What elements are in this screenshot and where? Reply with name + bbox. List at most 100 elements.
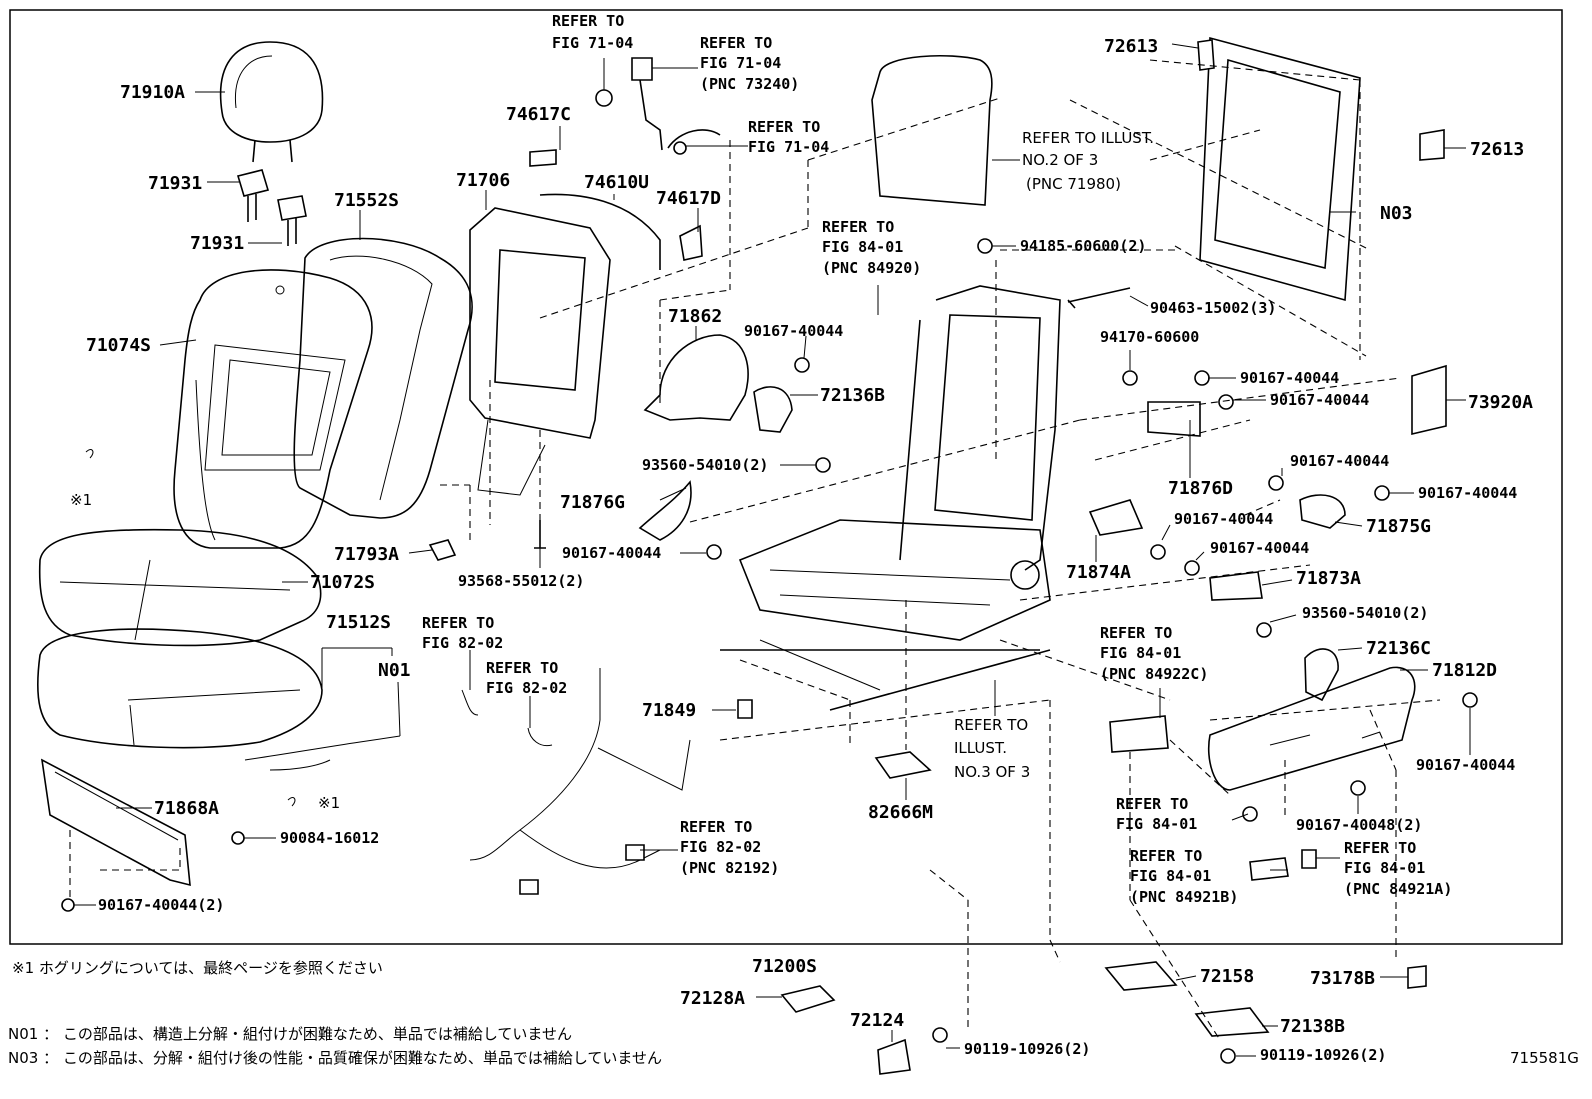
part-72158-shape xyxy=(1104,961,1178,991)
callout-n03[interactable]: N03 xyxy=(1380,203,1413,224)
bolt-g-shape xyxy=(1374,485,1390,501)
bolt-j-shape xyxy=(1462,692,1478,708)
callout-72613-a[interactable]: 72613 xyxy=(1104,36,1158,57)
harness-n01-shape xyxy=(244,735,401,771)
reference-labels: REFER TO FIG 71-04 REFER TO FIG 71-04 (P… xyxy=(422,12,1452,906)
bracket-72613-shape xyxy=(1197,39,1215,71)
part-72124-shape xyxy=(877,1038,911,1075)
callout-71868a[interactable]: 71868A xyxy=(154,798,219,819)
callout-72613-b[interactable]: 72613 xyxy=(1470,139,1524,160)
callout-90167-40044-c[interactable]: 90167-40044(2) xyxy=(98,896,224,914)
leader-lines xyxy=(74,43,1471,1057)
callout-71931-a[interactable]: 71931 xyxy=(148,173,202,194)
callout-71812d[interactable]: 71812D xyxy=(1432,660,1497,681)
callout-90167-40048[interactable]: 90167-40048(2) xyxy=(1296,816,1422,834)
bolt-40048-shape xyxy=(1350,780,1366,796)
callout-90119-10926-a[interactable]: 90119-10926(2) xyxy=(964,1040,1090,1058)
callout-93568-55012[interactable]: 93568-55012(2) xyxy=(458,572,584,590)
callout-74610u[interactable]: 74610U xyxy=(584,172,649,193)
callout-90463-15002[interactable]: 90463-15002(3) xyxy=(1150,299,1276,317)
ref-fig-71-04-a[interactable]: REFER TO FIG 71-04 xyxy=(552,12,633,52)
bolt-h-shape xyxy=(1150,544,1166,560)
callout-93560-54010-b[interactable]: 93560-54010(2) xyxy=(1302,604,1428,622)
callout-71876g[interactable]: 71876G xyxy=(560,492,625,513)
bolt-84-shape xyxy=(1242,806,1258,822)
screw-head-shape xyxy=(231,831,245,845)
ref-fig-71-04-pnc-73240[interactable]: REFER TO FIG 71-04 (PNC 73240) xyxy=(700,34,799,93)
callout-74617d[interactable]: 74617D xyxy=(656,188,721,209)
callout-90167-40044-i[interactable]: 90167-40044 xyxy=(1210,539,1309,557)
knob-84921b-shape xyxy=(1249,857,1289,881)
callout-90167-40044-h[interactable]: 90167-40044 xyxy=(1174,510,1273,528)
assembly-lines xyxy=(69,59,1441,1041)
cover-82666m-shape xyxy=(874,751,932,779)
callout-71874a[interactable]: 71874A xyxy=(1066,562,1131,583)
ref-fig-82-02-a[interactable]: REFER TO FIG 82-02 xyxy=(422,614,503,652)
callout-82666m[interactable]: 82666M xyxy=(868,802,933,823)
callout-93560-54010-a[interactable]: 93560-54010(2) xyxy=(642,456,768,474)
seatback-cover-shape xyxy=(173,269,373,549)
ref-fig-84-01-pnc-84921b[interactable]: REFER TO FIG 84-01 (PNC 84921B) xyxy=(1130,847,1238,906)
callout-71074s[interactable]: 71074S xyxy=(86,335,151,356)
callout-72128a[interactable]: 72128A xyxy=(680,988,745,1009)
callout-90167-40044-f[interactable]: 90167-40044 xyxy=(1290,452,1389,470)
callout-labels: 71910A 71931 71931 71074S 71552S 71706 7… xyxy=(86,36,1533,1064)
knob-84921a-shape xyxy=(1301,849,1317,869)
callout-90167-40044-b[interactable]: 90167-40044 xyxy=(562,544,661,562)
side-shield-shape xyxy=(1207,666,1416,791)
ref-fig-84-01-a[interactable]: REFER TO FIG 84-01 xyxy=(1116,795,1197,833)
callout-n01[interactable]: N01 xyxy=(378,660,411,681)
callout-71931-b[interactable]: 71931 xyxy=(190,233,244,254)
pin-shape xyxy=(737,699,753,719)
callout-90119-10926-b[interactable]: 90119-10926(2) xyxy=(1260,1046,1386,1064)
callout-71512s[interactable]: 71512S xyxy=(326,612,391,633)
callout-73920a[interactable]: 73920A xyxy=(1468,392,1533,413)
callout-94170-60600[interactable]: 94170-60600 xyxy=(1100,328,1199,346)
bolt-shape xyxy=(706,544,722,560)
callout-72136b[interactable]: 72136B xyxy=(820,385,885,406)
callout-71072s[interactable]: 71072S xyxy=(310,572,375,593)
part-73178b-shape xyxy=(1407,965,1427,989)
callout-71876d[interactable]: 71876D xyxy=(1168,478,1233,499)
ref-illust-2-of-3[interactable]: REFER TO ILLUST. NO.2 OF 3 (PNC 71980) xyxy=(1022,129,1159,193)
callout-90167-40044-d[interactable]: 90167-40044 xyxy=(1240,369,1339,387)
callout-71875g[interactable]: 71875G xyxy=(1366,516,1431,537)
ref-illust-3-of-3[interactable]: REFER TO ILLUST. NO.3 OF 3 xyxy=(954,716,1033,781)
ref-fig-84-01-pnc-84920[interactable]: REFER TO FIG 84-01 (PNC 84920) xyxy=(822,218,921,277)
callout-72138b[interactable]: 72138B xyxy=(1280,1016,1345,1037)
callout-74617c[interactable]: 74617C xyxy=(506,104,571,125)
callout-71552s[interactable]: 71552S xyxy=(334,190,399,211)
part-72128a-shape xyxy=(780,985,836,1013)
callout-71706[interactable]: 71706 xyxy=(456,170,510,191)
callout-90167-40044-e[interactable]: 90167-40044 xyxy=(1270,391,1369,409)
callout-71873a[interactable]: 71873A xyxy=(1296,568,1361,589)
callout-71849[interactable]: 71849 xyxy=(642,700,696,721)
cushion-cover-shape xyxy=(38,528,322,647)
callout-71793a[interactable]: 71793A xyxy=(334,544,399,565)
ref-fig-84-01-pnc-84921a[interactable]: REFER TO FIG 84-01 (PNC 84921A) xyxy=(1344,839,1452,898)
ref-fig-82-02-b[interactable]: REFER TO FIG 82-02 xyxy=(486,659,567,697)
callout-72124[interactable]: 72124 xyxy=(850,1010,904,1031)
ref-fig-84-01-pnc-84922c[interactable]: REFER TO FIG 84-01 (PNC 84922C) xyxy=(1100,624,1208,683)
callout-71200s[interactable]: 71200S xyxy=(752,956,817,977)
seatback-frame-shape xyxy=(469,207,611,496)
seat-frame-shape xyxy=(720,285,1061,711)
back-frame-n03-shape xyxy=(1199,36,1361,302)
callout-71862[interactable]: 71862 xyxy=(668,306,722,327)
diagram-frame xyxy=(9,9,1563,945)
callout-71910a[interactable]: 71910A xyxy=(120,82,185,103)
ref-fig-82-02-pnc-82192[interactable]: REFER TO FIG 82-02 (PNC 82192) xyxy=(680,818,779,877)
callout-72136c[interactable]: 72136C xyxy=(1366,638,1431,659)
callout-90167-40044-g[interactable]: 90167-40044 xyxy=(1418,484,1517,502)
shield-shape xyxy=(40,758,191,887)
callout-90167-40044-j[interactable]: 90167-40044 xyxy=(1416,756,1515,774)
ref-fig-71-04-b[interactable]: REFER TO FIG 71-04 xyxy=(748,118,829,156)
part-72138b-shape xyxy=(1194,1007,1270,1037)
callout-90084-16012[interactable]: 90084-16012 xyxy=(280,829,379,847)
callout-90167-40044-a[interactable]: 90167-40044 xyxy=(744,322,843,340)
callout-73178b[interactable]: 73178B xyxy=(1310,968,1375,989)
bolt-i-shape xyxy=(1184,560,1200,576)
seatback-pad-shape xyxy=(293,237,473,519)
callout-72158[interactable]: 72158 xyxy=(1200,966,1254,987)
callout-94185-60600[interactable]: 94185-60600(2) xyxy=(1020,237,1146,255)
